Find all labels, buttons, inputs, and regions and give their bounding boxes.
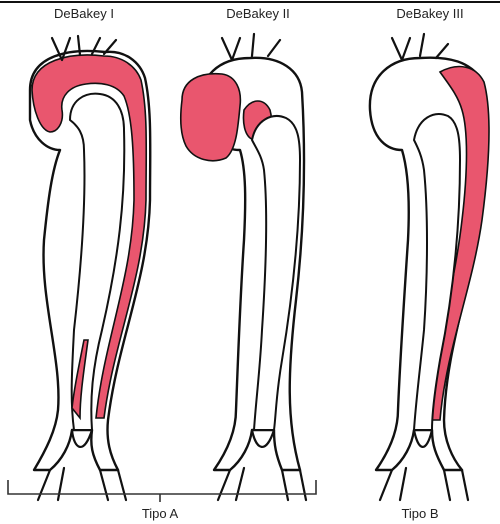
label-debakey-1: DeBakey I	[54, 6, 114, 21]
label-debakey-3: DeBakey III	[396, 6, 463, 21]
label-tipo-a: Tipo A	[142, 506, 179, 521]
aorta-debakey-1	[30, 36, 150, 500]
aorta-debakey-2	[181, 34, 306, 500]
false-lumen-2	[181, 74, 241, 161]
label-debakey-2: DeBakey II	[226, 6, 290, 21]
aorta-debakey-3	[370, 34, 489, 500]
tipo-a-bracket	[8, 480, 316, 502]
label-tipo-b: Tipo B	[401, 506, 438, 521]
